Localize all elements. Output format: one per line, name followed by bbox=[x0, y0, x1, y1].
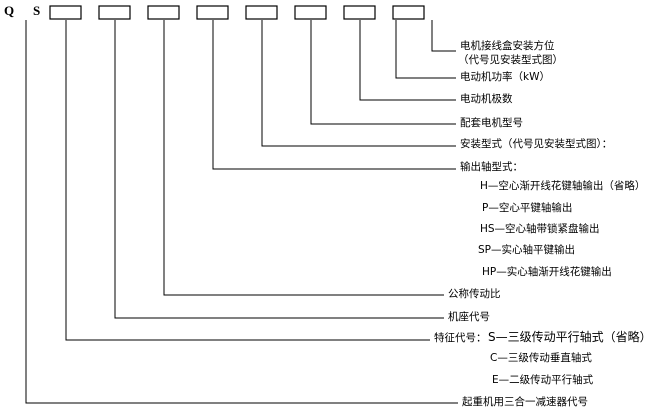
label-feature-s: S—三级传动平行轴式（省略） bbox=[488, 330, 650, 344]
code-box-poles bbox=[294, 5, 327, 20]
leader-nominal-ratio bbox=[163, 20, 444, 296]
code-box-output-shaft bbox=[147, 5, 180, 20]
label-motor-power: 电动机功率（kW） bbox=[460, 71, 550, 83]
label-feature-code: 特征代号： bbox=[434, 332, 487, 344]
code-box-terminal-box bbox=[392, 5, 425, 20]
leader-feature-code bbox=[65, 20, 430, 341]
leader-motor-model bbox=[310, 20, 456, 125]
label-motor-poles: 电动机极数 bbox=[460, 93, 513, 105]
label-terminal-box-position: 电机接线盒安装方位 bbox=[460, 40, 555, 52]
leader-mounting-type bbox=[261, 20, 456, 147]
leader-motor-poles bbox=[359, 20, 456, 101]
leader-frame-code bbox=[114, 20, 444, 319]
label-shaft-p: P—空心平键轴输出 bbox=[482, 202, 573, 214]
label-motor-model: 配套电机型号 bbox=[460, 117, 523, 129]
label-feature-e: E—二级传动平行轴式 bbox=[492, 374, 594, 386]
code-box-mounting bbox=[196, 5, 229, 20]
leader-product-name bbox=[25, 20, 458, 404]
letter-q: Q bbox=[4, 3, 15, 18]
code-box-power bbox=[343, 5, 376, 20]
label-frame-code: 机座代号 bbox=[448, 311, 490, 323]
label-product-name: 起重机用三合一减速器代号 bbox=[462, 396, 588, 408]
label-output-shaft: 输出轴型式： bbox=[460, 161, 523, 173]
leader-output-shaft bbox=[212, 20, 456, 170]
leader-motor-power bbox=[395, 20, 456, 79]
label-terminal-box-note: （代号见安装型式图） bbox=[458, 54, 563, 66]
label-shaft-h: H—空心渐开线花键轴输出（省略） bbox=[480, 180, 646, 192]
code-box-ratio bbox=[98, 5, 131, 20]
letter-s: S bbox=[33, 3, 41, 18]
code-box-frame bbox=[49, 5, 82, 20]
label-feature-c: C—三级传动垂直轴式 bbox=[490, 352, 592, 364]
label-shaft-sp: SP—实心轴平键输出 bbox=[478, 244, 575, 256]
label-shaft-hs: HS—空心轴带锁紧盘输出 bbox=[480, 223, 600, 235]
code-box-motor-model bbox=[245, 5, 278, 20]
label-shaft-hp: HP—实心轴渐开线花键输出 bbox=[482, 266, 612, 278]
label-nominal-ratio: 公称传动比 bbox=[448, 288, 501, 300]
label-mounting-type: 安装型式（代号见安装型式图）： bbox=[460, 138, 613, 150]
leader-terminal-box bbox=[431, 20, 456, 52]
